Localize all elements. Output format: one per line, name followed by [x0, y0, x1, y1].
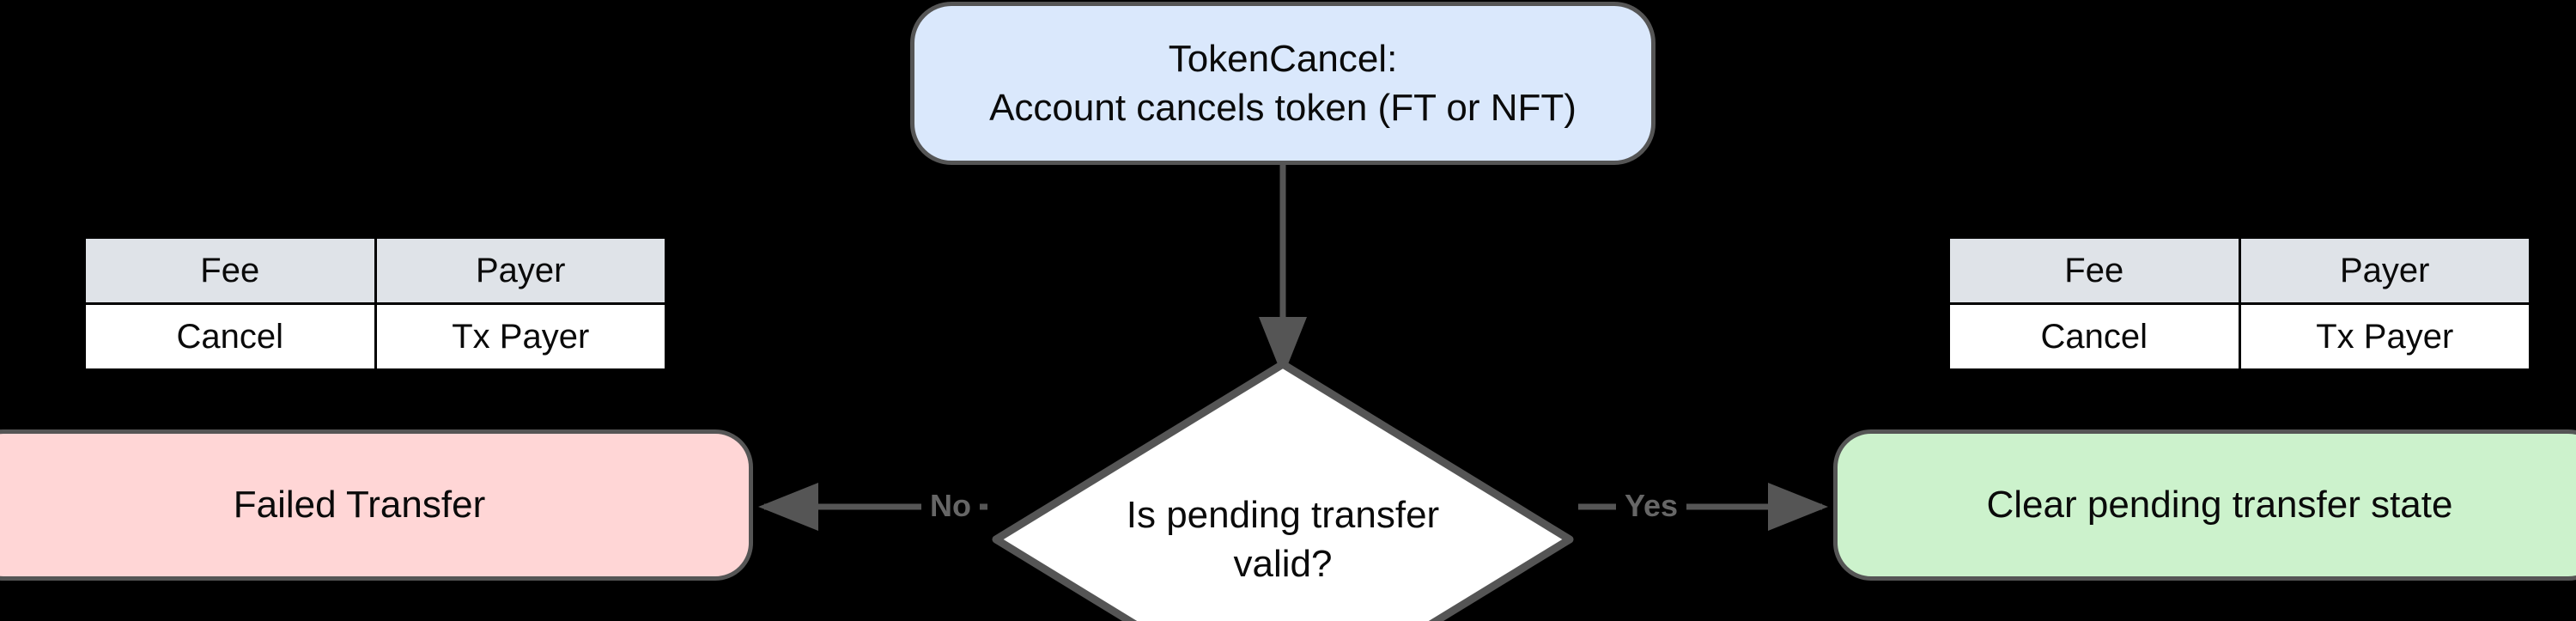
- table-cell-payer-value: Tx Payer: [2238, 302, 2531, 371]
- edge-label-yes: Yes: [1616, 490, 1687, 521]
- table-cell-payer-value: Tx Payer: [374, 302, 667, 371]
- node-decision-is-pending-transfer-valid[interactable]: Is pending transfer valid?: [991, 359, 1575, 621]
- fee-table-right: Fee Payer Cancel Tx Payer: [1947, 236, 2531, 371]
- table-row: Cancel Tx Payer: [83, 302, 667, 371]
- table-header-fee: Fee: [1947, 236, 2241, 305]
- table-header-row: Fee Payer: [1947, 236, 2531, 305]
- table-header-payer: Payer: [2238, 236, 2531, 305]
- node-failed-transfer[interactable]: Failed Transfer: [0, 429, 753, 581]
- table-header-row: Fee Payer: [83, 236, 667, 305]
- table-cell-fee-value: Cancel: [83, 302, 377, 371]
- table-row: Cancel Tx Payer: [1947, 302, 2531, 371]
- table-header-fee: Fee: [83, 236, 377, 305]
- edge-label-no: No: [921, 490, 980, 521]
- diamond-shape: [992, 360, 1574, 621]
- fee-table-left: Fee Payer Cancel Tx Payer: [83, 236, 667, 371]
- node-token-cancel[interactable]: TokenCancel: Account cancels token (FT o…: [910, 2, 1656, 165]
- node-clear-pending-transfer-state[interactable]: Clear pending transfer state: [1833, 429, 2576, 581]
- table-cell-fee-value: Cancel: [1947, 302, 2241, 371]
- table-header-payer: Payer: [374, 236, 667, 305]
